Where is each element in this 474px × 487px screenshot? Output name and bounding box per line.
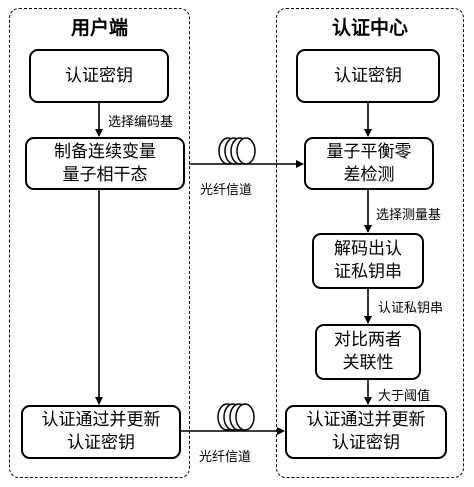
center-auth-key-label: 认证密钥 <box>334 65 402 86</box>
user-auth-key-node: 认证密钥 <box>29 49 169 103</box>
user-prepare-line-1: 制备连续变量 <box>54 141 156 162</box>
center-lane-title: 认证中心 <box>331 17 408 39</box>
center-compare-line-1: 对比两者 <box>334 330 402 350</box>
center-compare-correlation-node: 对比两者 关联性 <box>315 324 421 380</box>
user-update-line-1: 认证通过并更新 <box>41 410 161 430</box>
user-auth-key-label: 认证密钥 <box>65 65 133 86</box>
label-fiber-channel-2: 光纤信道 <box>199 446 252 465</box>
center-update-key-node: 认证通过并更新 认证密钥 <box>285 405 447 459</box>
center-detect-line-2: 差检测 <box>343 164 395 185</box>
user-prepare-line-2: 量子相干态 <box>62 164 148 185</box>
fiber-coil-icon <box>218 137 256 165</box>
center-decode-key-node: 解码出认 证私钥串 <box>312 233 424 289</box>
user-update-key-node: 认证通过并更新 认证密钥 <box>21 405 181 459</box>
label-select-encode-basis: 选择编码基 <box>108 111 174 130</box>
label-fiber-channel-1: 光纤信道 <box>200 179 253 198</box>
center-compare-line-2: 关联性 <box>342 353 394 373</box>
center-update-line-2: 认证密钥 <box>332 433 400 453</box>
center-decode-line-1: 解码出认 <box>334 239 402 259</box>
center-auth-key-node: 认证密钥 <box>296 49 440 103</box>
user-lane-title: 用户端 <box>70 17 128 39</box>
center-balanced-detection-node: 量子平衡零 差检测 <box>304 137 434 190</box>
center-decode-line-2: 证私钥串 <box>334 262 402 282</box>
label-greater-than-threshold: 大于阈值 <box>378 385 431 404</box>
center-lane <box>276 8 464 478</box>
center-update-line-1: 认证通过并更新 <box>306 410 426 430</box>
user-lane <box>9 8 190 478</box>
label-auth-private-key: 认证私钥串 <box>378 297 444 316</box>
user-prepare-state-node: 制备连续变量 量子相干态 <box>25 137 185 190</box>
center-detect-line-1: 量子平衡零 <box>326 141 412 162</box>
label-select-measure-basis: 选择测量基 <box>376 204 442 223</box>
fiber-coil-icon <box>217 403 255 431</box>
user-update-line-2: 认证密钥 <box>67 433 135 453</box>
